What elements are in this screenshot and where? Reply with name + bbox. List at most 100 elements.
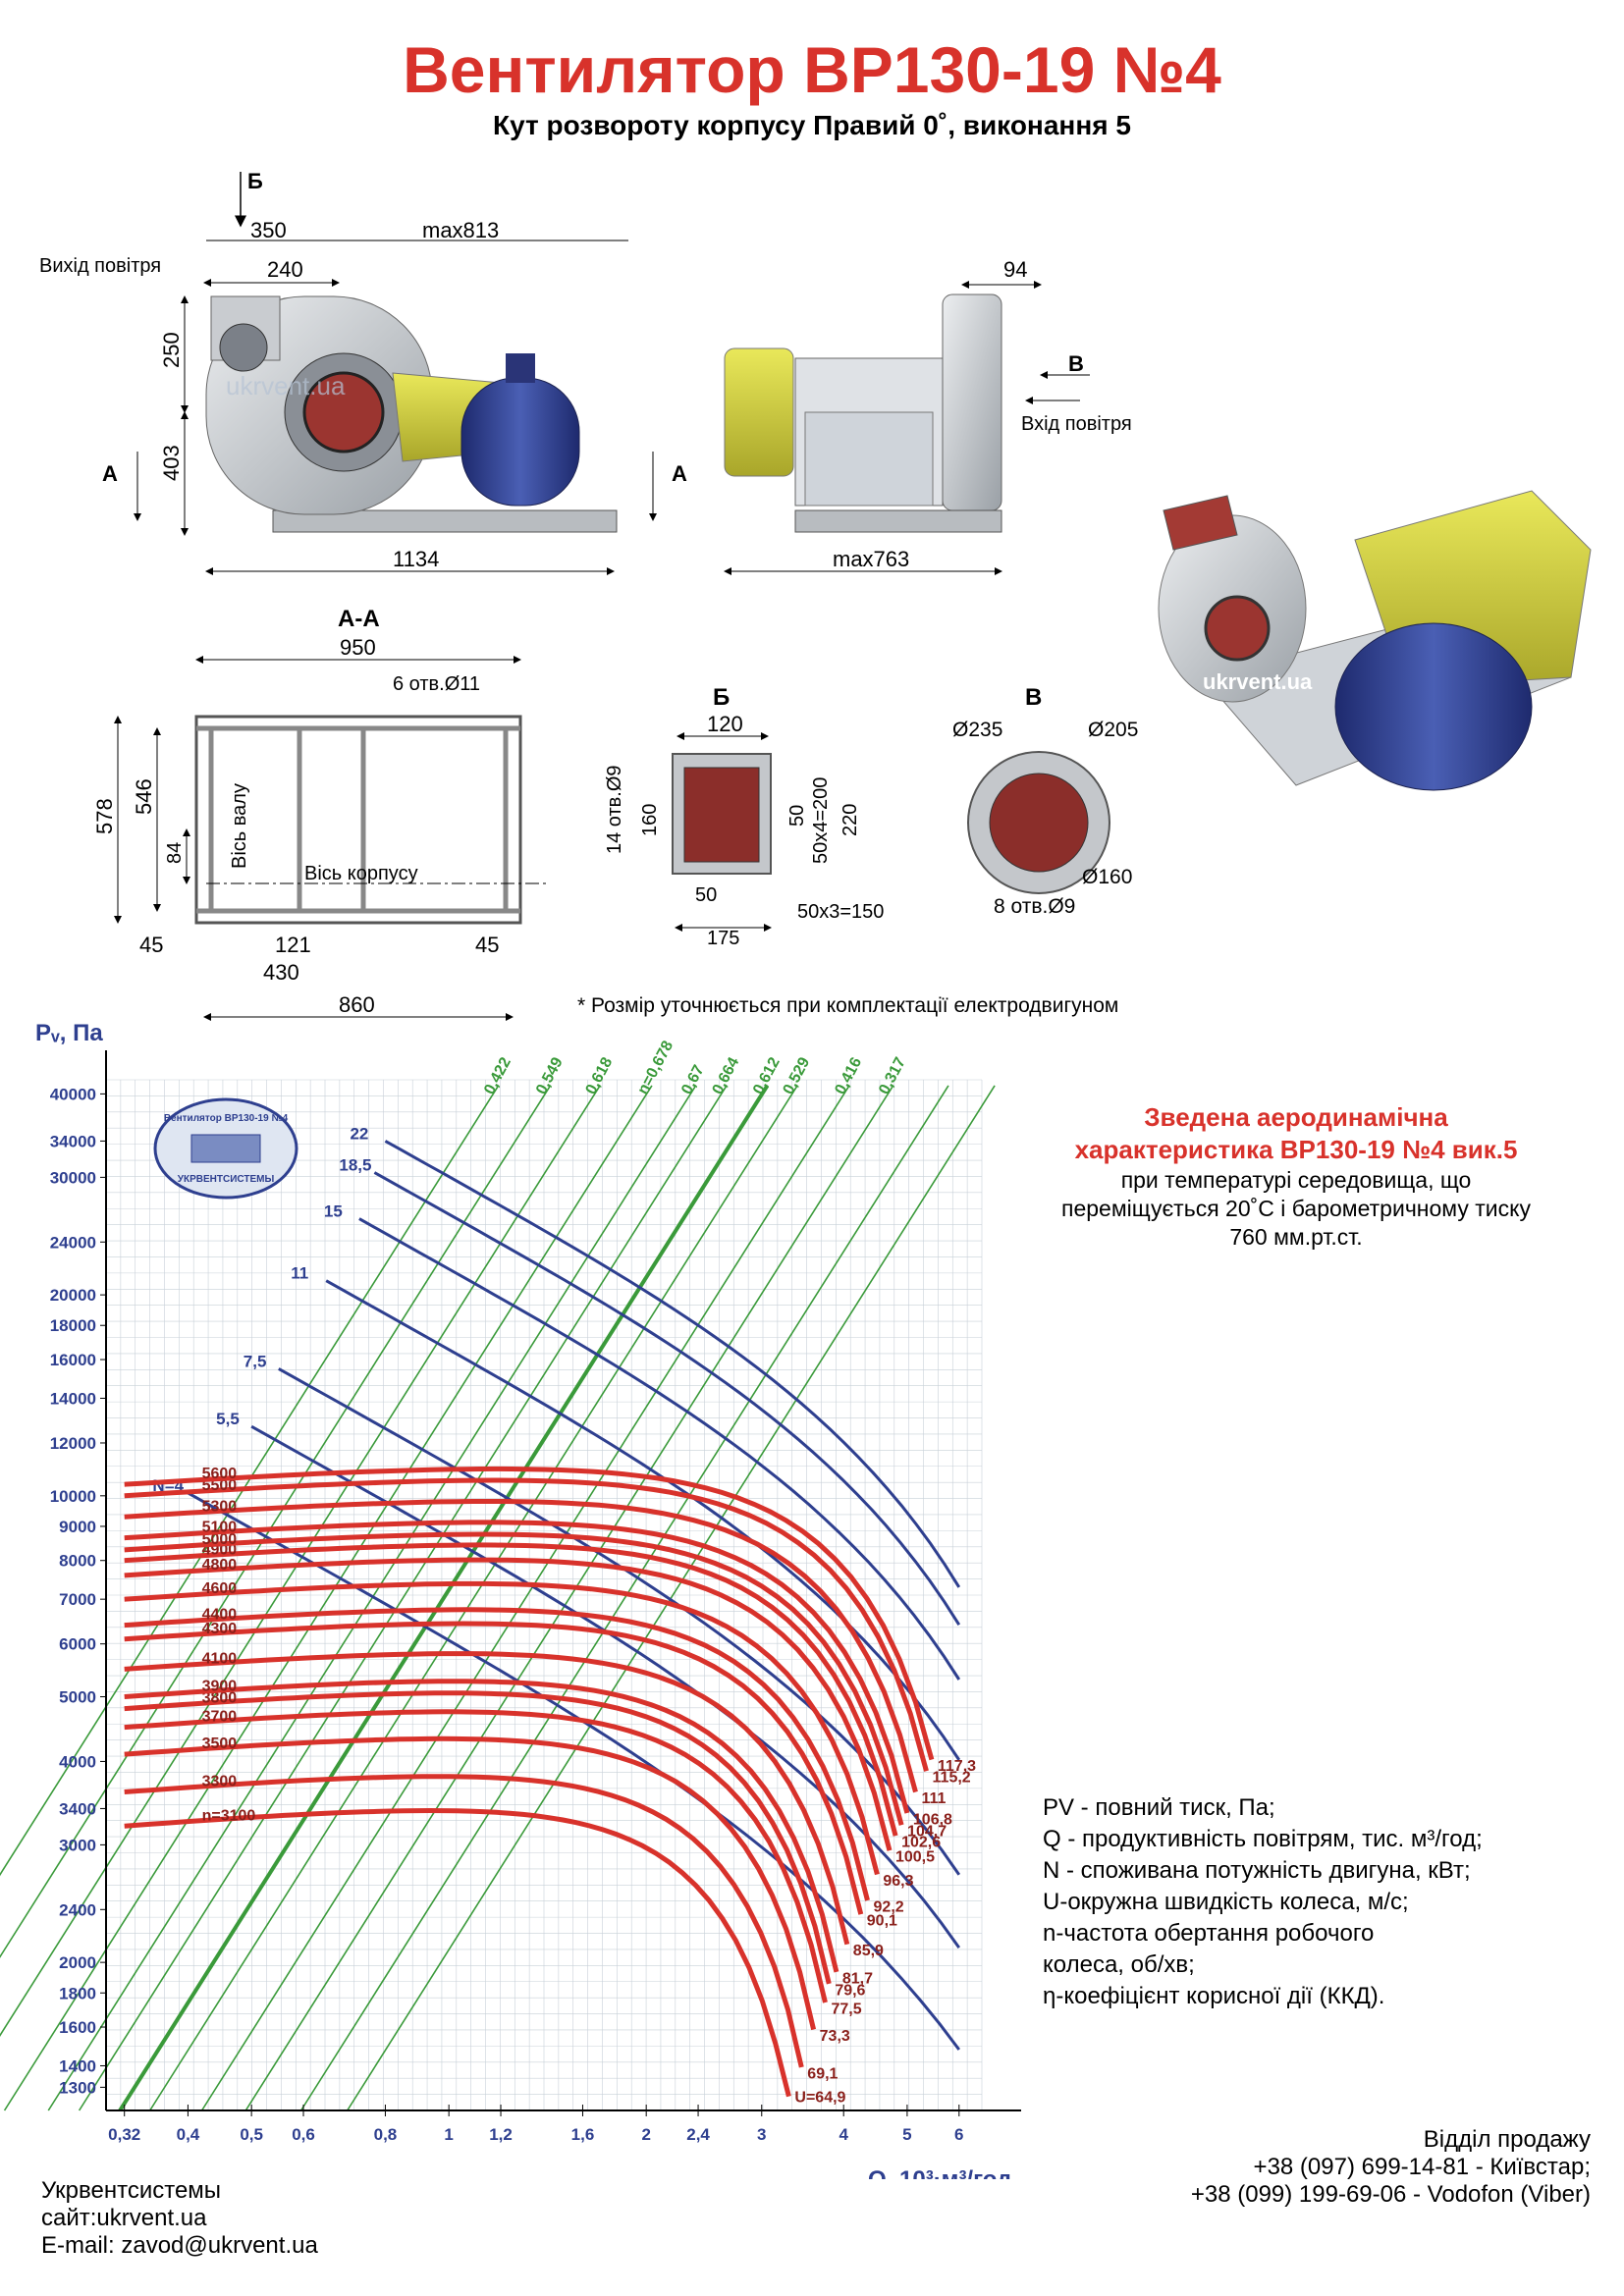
section-a-right: А <box>672 461 687 486</box>
power-label: 11 <box>291 1264 308 1283</box>
speed-curve <box>124 1709 828 2003</box>
dim-94: 94 <box>1003 257 1027 282</box>
side-view: ukrvent.ua Б 350 max813 Вихід повітря 24… <box>39 169 687 575</box>
speed-curve <box>124 1679 839 1973</box>
chart-caption: Зведена аеродинамічна характеристика ВР1… <box>982 1101 1610 1252</box>
section-aa-title: А-А <box>338 606 380 632</box>
section-b-label: Б <box>247 169 263 193</box>
efficiency-line <box>0 1085 552 1958</box>
speed-curve <box>124 1542 898 1837</box>
holes-aa: 6 отв.Ø11 <box>393 673 480 695</box>
efficiency-line <box>118 1084 770 2112</box>
footer-company: Укрвентсистемы сайт:ukrvent.ua E-mail: z… <box>41 2177 318 2260</box>
efficiency-line <box>244 1085 894 2111</box>
x-tick-label: 2,4 <box>686 2125 710 2144</box>
dim-max813: max813 <box>422 218 499 242</box>
shaft-axis-label: Вісь валу <box>229 783 250 869</box>
speed-label: 5100 <box>202 1520 238 1536</box>
dim-50x4: 50x4=200 <box>810 777 832 864</box>
dim-120: 120 <box>707 712 743 736</box>
section-v-label: В <box>1068 351 1084 376</box>
x-axis-title: Q, 10³·м³/год <box>868 2166 1011 2179</box>
y-tick-label: 2000 <box>59 1953 96 1972</box>
x-tick-label: 4 <box>839 2125 848 2144</box>
y-tick-label: 12000 <box>50 1434 96 1453</box>
dim-546: 546 <box>132 778 156 815</box>
d235: Ø235 <box>952 719 1002 741</box>
speed-label: 4600 <box>202 1580 238 1597</box>
dim-220: 220 <box>839 804 861 836</box>
power-label: 15 <box>324 1202 343 1221</box>
dim-45-left: 45 <box>139 933 163 957</box>
tip-speed-label: 92,2 <box>874 1898 904 1915</box>
x-tick-label: 0,6 <box>292 2125 315 2144</box>
speed-label: 3300 <box>202 1774 238 1790</box>
dim-950: 950 <box>340 635 376 660</box>
y-tick-label: 7000 <box>59 1590 96 1609</box>
x-tick-label: 0,5 <box>240 2125 263 2144</box>
sales-title: Відділ продажу <box>1423 2126 1591 2153</box>
speed-curve <box>124 1774 804 2068</box>
caption-line-1: при температурі середовища, що <box>1120 1167 1472 1193</box>
phone-2[interactable]: +38 (099) 199-69-06 - Vodofon (Viber) <box>1190 2181 1591 2208</box>
speed-label: 5600 <box>202 1466 238 1482</box>
dim-50x3: 50x3=150 <box>797 901 884 923</box>
dim-430: 430 <box>263 960 299 985</box>
power-label: 5,5 <box>216 1410 240 1428</box>
efficiency-label: 0,549 <box>533 1054 567 1096</box>
y-tick-label: 5000 <box>59 1688 96 1707</box>
tip-speed-label: 90,1 <box>867 1913 897 1930</box>
speed-label: 3800 <box>202 1690 238 1707</box>
y-tick-label: 1400 <box>59 2056 96 2075</box>
efficiency-label: 0,664 <box>710 1054 743 1096</box>
y-tick-label: 1600 <box>59 2018 96 2037</box>
tip-speed-label: U=64,9 <box>794 2090 845 2107</box>
y-tick-label: 16000 <box>50 1351 96 1369</box>
caption-line-2: переміщується 20˚С і барометричному тиск… <box>1061 1196 1531 1221</box>
y-tick-label: 18000 <box>50 1316 96 1335</box>
watermark: ukrvent.ua <box>226 371 346 400</box>
speed-curve <box>124 1466 935 1761</box>
dim-160: 160 <box>639 804 661 836</box>
speed-curve <box>124 1607 870 1901</box>
legend-u: U-окружна швидкість колеса, м/с; <box>1043 1889 1409 1915</box>
view-v: В Ø235 Ø205 Ø160 8 отв.Ø9 <box>952 684 1138 918</box>
dim-250: 250 <box>159 332 184 368</box>
tip-speed-label: 100,5 <box>895 1849 935 1866</box>
dim-403: 403 <box>159 445 184 481</box>
holes-v: 8 отв.Ø9 <box>994 895 1075 918</box>
speed-curve <box>124 1499 918 1793</box>
dim-max763: max763 <box>833 547 909 571</box>
y-tick-label: 3000 <box>59 1836 96 1854</box>
x-tick-label: 1,6 <box>571 2125 595 2144</box>
caption-title-1: Зведена аеродинамічна <box>1144 1102 1448 1132</box>
x-tick-label: 1,2 <box>489 2125 513 2144</box>
x-tick-label: 0,32 <box>108 2125 140 2144</box>
d205: Ø205 <box>1088 719 1138 741</box>
tip-speed-label: 81,7 <box>842 1970 873 1987</box>
speed-label: 4800 <box>202 1557 238 1574</box>
legend-nf2: колеса, об/хв; <box>1043 1951 1195 1978</box>
speed-curve <box>124 1477 929 1772</box>
power-curve <box>373 1171 961 1627</box>
tip-speed-label: 85,9 <box>853 1943 884 1959</box>
outlet-label: Вихід повітря <box>39 255 161 277</box>
company-email[interactable]: E-mail: zavod@ukrvent.ua <box>41 2232 318 2259</box>
efficiency-label: 0,618 <box>583 1054 617 1096</box>
x-tick-label: 6 <box>954 2125 963 2144</box>
x-tick-label: 1 <box>444 2125 453 2144</box>
phone-1[interactable]: +38 (097) 699-14-81 - Київстар; <box>1253 2154 1591 2180</box>
efficiency-line <box>78 1085 728 2111</box>
efficiency-label: 0,416 <box>832 1054 865 1096</box>
company-site[interactable]: сайт:ukrvent.ua <box>41 2205 207 2231</box>
caption-line-3: 760 мм.рт.ст. <box>1229 1224 1363 1250</box>
speed-label: 4100 <box>202 1650 238 1667</box>
legend-nf: n-частота обертання робочого <box>1043 1920 1375 1947</box>
legend-pv: PV - повний тиск, Па; <box>1043 1794 1275 1821</box>
efficiency-label: 0,317 <box>876 1054 909 1096</box>
speed-label: 3900 <box>202 1679 238 1695</box>
y-tick-label: 3400 <box>59 1799 96 1818</box>
dim-50-v: 50 <box>786 805 808 827</box>
tip-speed-label: 102,6 <box>901 1834 941 1850</box>
x-tick-label: 5 <box>902 2125 911 2144</box>
